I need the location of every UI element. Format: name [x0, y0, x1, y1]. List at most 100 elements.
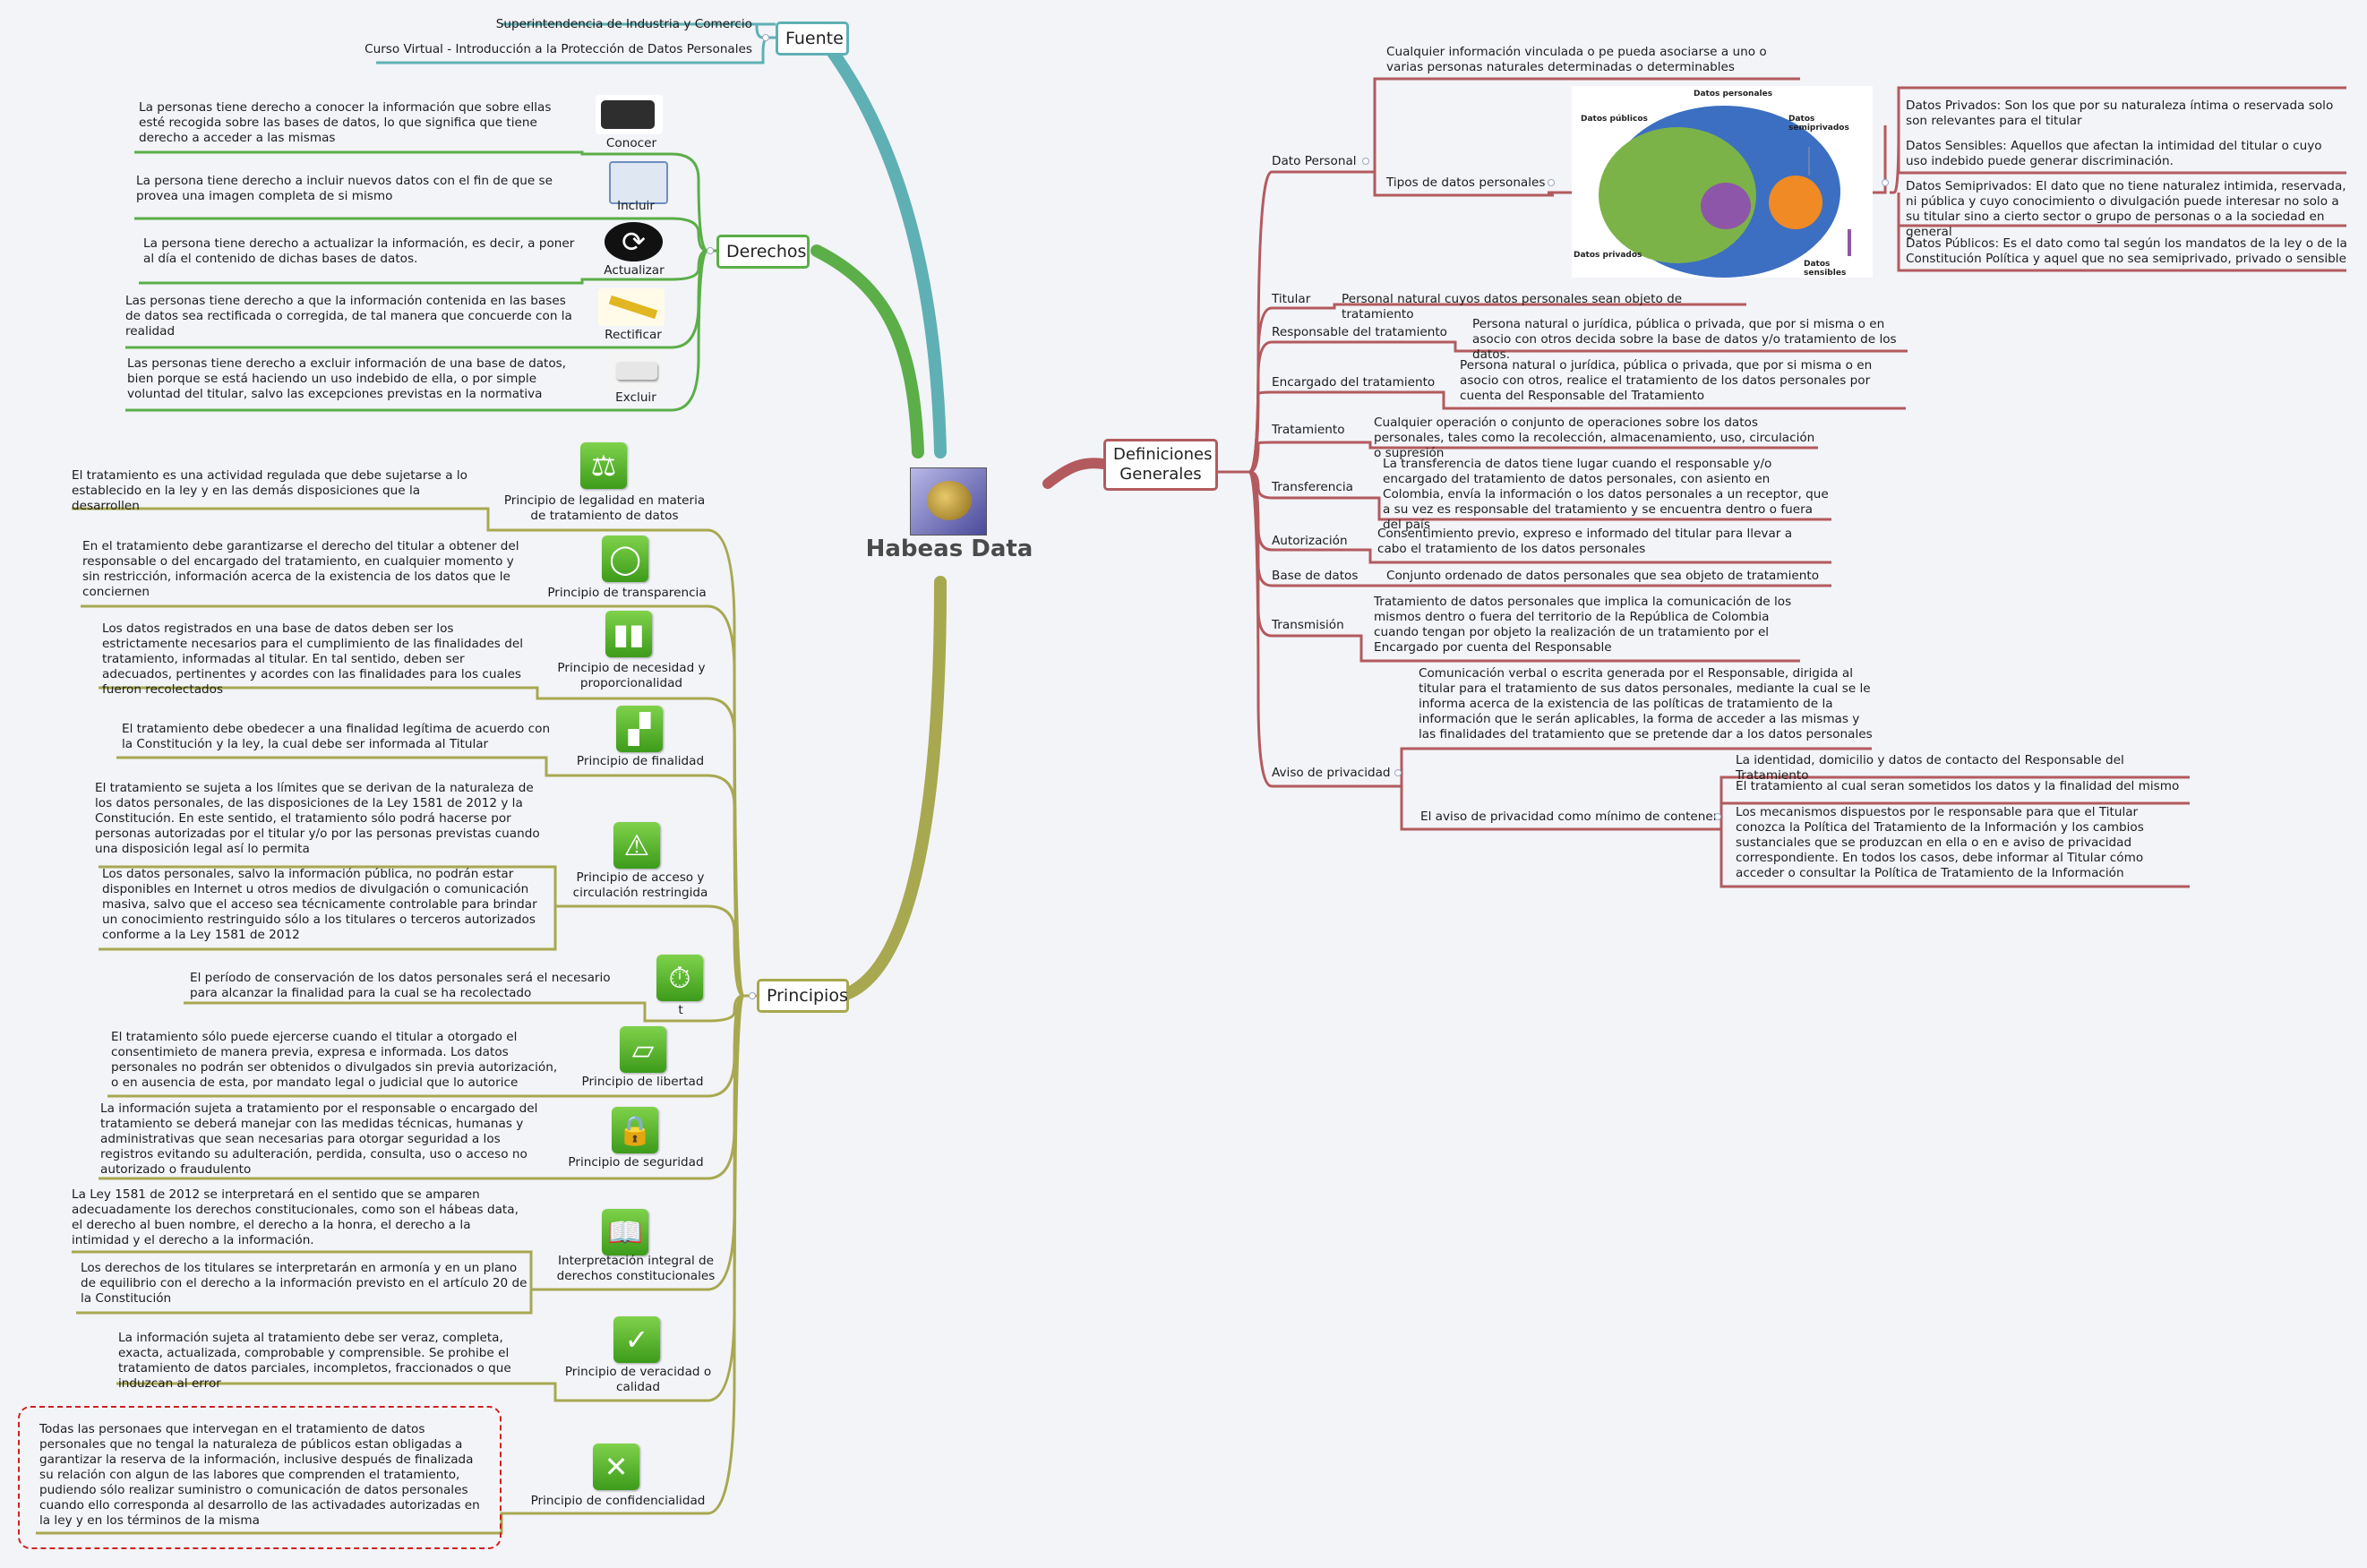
collapse-toggle[interactable]: [749, 992, 756, 999]
definicion-label: Encargado del tratamiento: [1272, 375, 1436, 390]
principio-label: Principio de transparencia: [547, 586, 707, 600]
key-icon: [927, 481, 972, 520]
definicion-text: Personal natural cuyos datos personales …: [1342, 292, 1683, 321]
definicion-label: Transmisión: [1272, 618, 1344, 632]
definicion-text: Tratamiento de datos personales que impl…: [1374, 595, 1792, 655]
topic-fuente[interactable]: Fuente: [776, 21, 849, 56]
refresh-icon: ⟳: [605, 222, 663, 261]
principio-text: La Ley 1581 de 2012 se interpretará en e…: [72, 1187, 519, 1247]
aviso-minimo-item: La identidad, domicilio y datos de conta…: [1736, 753, 2124, 783]
aviso-minimo-item: Los mecanismos dispuestos por le respons…: [1736, 805, 2144, 880]
padlock-icon: [596, 95, 663, 134]
aviso-definition: Comunicación verbal o escrita generada p…: [1419, 666, 1873, 741]
cross-icon: ✕: [593, 1444, 639, 1490]
derecho-label: Conocer: [605, 136, 657, 150]
stopwatch-icon: ⏱: [656, 955, 703, 1001]
principio-label: Principio de acceso y circulación restri…: [572, 870, 708, 900]
collapse-toggle[interactable]: [762, 34, 769, 41]
definicion-label: Titular: [1272, 292, 1311, 306]
aviso-minimo-label: El aviso de privacidad como mínimo de co…: [1420, 810, 1719, 824]
eraser-icon: [607, 353, 665, 390]
collapse-toggle[interactable]: [1714, 813, 1721, 820]
definicion-label: Aviso de privacidad: [1272, 766, 1391, 780]
principio-label: Interpretación integral de derechos cons…: [556, 1254, 716, 1283]
confidencialidad-callout: [18, 1406, 502, 1549]
principio-text: Los datos registrados en una base de dat…: [102, 621, 523, 697]
warning-icon: ⚠: [613, 822, 660, 869]
fuente-item: Superintendencia de Industria y Comercio: [495, 17, 752, 31]
tipos-label: Tipos de datos personales: [1386, 176, 1546, 190]
ruler-icon: ▱: [620, 1026, 666, 1073]
pencil-icon: [598, 288, 665, 326]
principio-text: El tratamiento debe obedecer a una final…: [122, 722, 551, 751]
topic-definiciones[interactable]: Definiciones Generales: [1103, 439, 1218, 491]
book-icon: 📖: [602, 1209, 648, 1255]
derecho-text: Las personas tiene derecho a que la info…: [125, 294, 572, 338]
derecho-label: Rectificar: [605, 328, 662, 342]
principio-text: La información sujeta al tratamiento deb…: [118, 1331, 511, 1391]
venn-label-semiprivados: Datos semiprivados: [1788, 115, 1849, 133]
principio-text: El tratamiento sólo puede ejercerse cuan…: [111, 1030, 558, 1090]
columns-icon: ▮▮: [605, 611, 652, 657]
principio-text: La información sujeta a tratamiento por …: [100, 1101, 538, 1177]
venn-label-sensibles: Datos sensibles: [1804, 260, 1847, 278]
collapse-toggle[interactable]: [707, 247, 714, 254]
definicion-label: Tratamiento: [1272, 423, 1345, 437]
definicion-text: Persona natural o jurídica, pública o pr…: [1460, 358, 1873, 403]
principio-text: En el tratamiento debe garantizarse el d…: [82, 539, 519, 599]
circle-icon: ◯: [602, 536, 648, 582]
principio-text: El período de conservación de los datos …: [190, 971, 611, 1000]
principio-label: Principio de veracidad o calidad: [564, 1365, 712, 1394]
central-topic[interactable]: Habeas Data: [865, 536, 1033, 562]
tipo-dato-text: Datos Privados: Son los que por su natur…: [1906, 99, 2334, 128]
checkmark-icon: ✓: [613, 1316, 660, 1363]
derecho-label: Actualizar: [604, 263, 665, 278]
venn-label-personales: Datos personales: [1694, 90, 1773, 99]
topic-derechos[interactable]: Derechos: [716, 235, 810, 269]
principio-label: Principio de libertad: [581, 1075, 704, 1089]
definicion-text: Persona natural o jurídica, pública o pr…: [1472, 317, 1897, 362]
collapse-toggle[interactable]: [1882, 179, 1889, 186]
derecho-text: Las personas tiene derecho a excluir inf…: [127, 356, 567, 401]
principio-text: Los datos personales, salvo la informaci…: [102, 867, 537, 942]
definicion-text: Conjunto ordenado de datos personales qu…: [1386, 569, 1820, 583]
definicion-label: Dato Personal: [1272, 154, 1357, 168]
lock-icon: 🔒: [612, 1107, 658, 1153]
principio-label: Principio de finalidad: [576, 754, 705, 768]
collapse-toggle[interactable]: [1362, 158, 1369, 165]
principio-label: Principio de legalidad en materia de tra…: [503, 493, 706, 523]
derecho-text: La persona tiene derecho a incluir nuevo…: [136, 174, 553, 203]
definicion-label: Autorización: [1272, 534, 1348, 548]
dato-personal-definition: Cualquier información vinculada o pe pue…: [1386, 45, 1767, 74]
collapse-toggle[interactable]: [1394, 769, 1402, 776]
venn-label-privados: Datos privados: [1574, 251, 1642, 260]
principio-label: Principio de confidencialidad: [530, 1494, 706, 1508]
definicion-text: Consentimiento previo, expreso e informa…: [1377, 527, 1793, 556]
definicion-label: Responsable del tratamiento: [1272, 325, 1447, 339]
central-image: [910, 467, 987, 536]
tipo-dato-text: Datos Semiprivados: El dato que no tiene…: [1906, 179, 2346, 239]
principio-text: Todas las personaes que intervegan en el…: [39, 1422, 480, 1528]
scales-icon: ⚖: [580, 442, 627, 489]
fuente-item: Curso Virtual - Introducción a la Protec…: [364, 42, 752, 56]
derecho-label: Incluir: [617, 199, 655, 213]
principio-label: Principio de necesidad y proporcionalida…: [557, 661, 706, 690]
venn-diagram: Datos personales Datos públicos Datos se…: [1572, 86, 1873, 278]
collapse-toggle[interactable]: [1548, 179, 1555, 186]
venn-label-publicos: Datos públicos: [1581, 115, 1648, 124]
window-icon: [609, 161, 668, 204]
topic-principios[interactable]: Principios: [757, 979, 849, 1013]
principio-label: Principio de seguridad: [568, 1155, 704, 1170]
definicion-text: La transferencia de datos tiene lugar cu…: [1383, 457, 1829, 532]
aviso-minimo-item: El tratamiento al cual seran sometidos l…: [1736, 779, 2180, 793]
principio-label: t: [678, 1003, 683, 1017]
principio-text: Los derechos de los titulares se interpr…: [81, 1261, 527, 1306]
tipo-dato-text: Datos Sensibles: Aquellos que afectan la…: [1906, 139, 2322, 168]
checkered-icon: ▞: [616, 706, 663, 752]
derecho-label: Excluir: [615, 390, 656, 405]
definicion-label: Base de datos: [1272, 569, 1359, 583]
definicion-text: Cualquier operación o conjunto de operac…: [1374, 416, 1815, 460]
principio-text: El tratamiento se sujeta a los límites q…: [95, 781, 540, 856]
derecho-text: La personas tiene derecho a conocer la i…: [139, 100, 552, 145]
principio-text: El tratamiento es una actividad regulada…: [72, 468, 467, 513]
